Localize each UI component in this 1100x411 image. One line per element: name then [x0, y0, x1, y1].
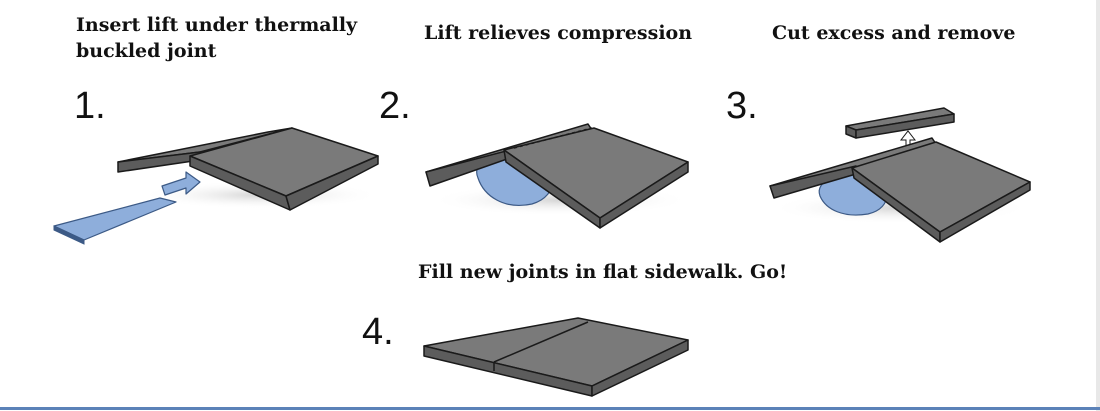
step-4-caption: Fill new joints in flat sidewalk. Go!: [418, 261, 788, 283]
step-3-illustration: [769, 107, 1031, 243]
joint-line: [493, 321, 589, 363]
step-3-number: 3.: [726, 85, 758, 127]
flat-slab-top: [423, 317, 689, 387]
step-2-illustration: [425, 123, 690, 229]
right-slab-side: [939, 181, 1031, 243]
step-2-caption: Lift relieves compression: [424, 22, 693, 44]
step-1-number: 1.: [74, 85, 106, 127]
step-1-illustration: [53, 127, 380, 245]
step-4-number: 4.: [362, 311, 394, 353]
flat-slab-side: [591, 339, 689, 397]
right-slab-side: [285, 155, 379, 211]
arrow-right-icon: [161, 171, 201, 196]
step-3-caption: Cut excess and remove: [772, 22, 1016, 44]
step-2-number: 2.: [379, 85, 411, 127]
right-slab-side: [599, 161, 689, 229]
removed-piece-front: [855, 113, 955, 139]
frame-bottom-rule: [0, 407, 1100, 410]
step-1-caption: Insert lift under thermally buckled join…: [76, 14, 358, 62]
lift-sheet-edge: [53, 225, 85, 245]
lift-sheet: [53, 197, 177, 241]
window-edge: [1096, 0, 1100, 411]
step-4-illustration: [423, 317, 689, 397]
cut-line: [513, 127, 593, 149]
